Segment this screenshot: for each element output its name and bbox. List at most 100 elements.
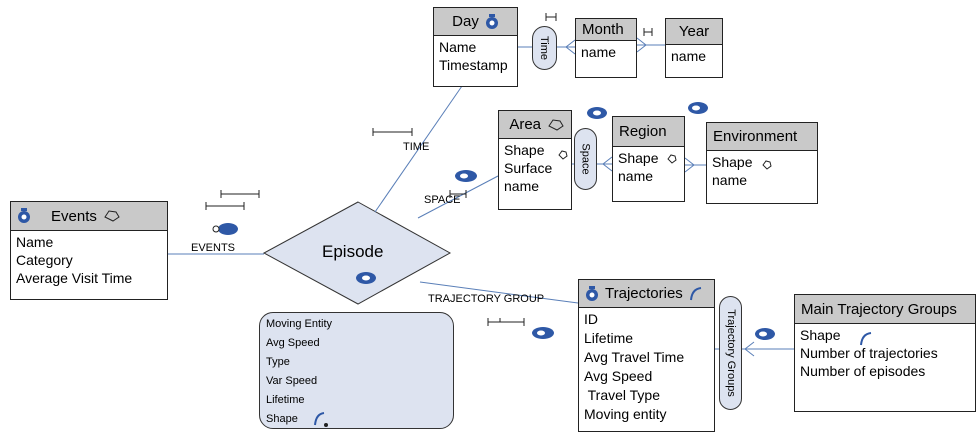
attr-category: Category [16, 252, 73, 268]
entity-environment-title: Environment [713, 128, 798, 145]
episode-title: Episode [322, 242, 384, 261]
shape-icon [762, 160, 772, 170]
entity-main-trajectory-groups[interactable]: Main Trajectory Groups Shape Number of t… [794, 294, 976, 412]
edge-label-trajectory-group: TRAJECTORY GROUP [428, 293, 545, 305]
edge-label-time: TIME [403, 141, 430, 153]
entity-main-trajectory-groups-title: Main Trajectory Groups [801, 300, 957, 318]
entity-region-header: Region [613, 117, 684, 147]
relationship-space-label: Space [579, 143, 592, 175]
attr-shape: Shape [712, 154, 753, 170]
entity-trajectories[interactable]: Trajectories ID Lifetime Avg Travel Time… [578, 279, 715, 432]
attr-avg-travel-time: Avg Travel Time [584, 349, 685, 365]
entity-year-title: Year [678, 23, 710, 40]
entity-month-attrs: name [576, 41, 636, 63]
attr-average-visit-time: Average Visit Time [16, 270, 133, 286]
line-icon [314, 412, 328, 427]
attr-name: Name [439, 39, 477, 55]
attr-travel-type: Travel Type [584, 387, 661, 403]
edge-trajectory [419, 281, 579, 304]
spatial-object-icon [18, 208, 30, 223]
attr-moving-entity: Moving Entity [266, 318, 333, 330]
entity-events[interactable]: Events Name Category Average Visit Time [10, 201, 168, 300]
attr-name: name [671, 48, 707, 64]
line-icon [689, 286, 701, 300]
attr-lifetime: Lifetime [266, 394, 305, 406]
attr-avg-speed: Avg Speed [584, 368, 653, 384]
attr-name: name [581, 44, 617, 60]
attr-number-of-trajectories: Number of trajectories [800, 345, 938, 361]
entity-day-title: Day [452, 13, 479, 30]
edge-time [374, 85, 463, 213]
attr-surface: Surface [504, 160, 553, 176]
entity-events-title: Events [51, 207, 97, 225]
shape-icon [667, 154, 677, 164]
attr-number-of-episodes: Number of episodes [800, 363, 926, 379]
relationship-time[interactable]: Time [532, 26, 557, 70]
attr-id: ID [584, 311, 598, 327]
shape-icon [548, 118, 564, 131]
entity-trajectories-attrs: ID Lifetime Avg Travel Time Avg Speed Tr… [579, 308, 714, 426]
entity-month[interactable]: Month name [575, 18, 637, 78]
entity-main-trajectory-groups-header: Main Trajectory Groups [795, 295, 975, 324]
spatial-object-icon [485, 13, 498, 29]
entity-region[interactable]: Region Shape name [612, 116, 685, 202]
attr-lifetime: Lifetime [584, 330, 634, 346]
episode-diamond[interactable] [262, 201, 452, 305]
edge-label-space: SPACE [424, 194, 461, 206]
crowfoot-year [636, 37, 647, 53]
attr-name: name [618, 168, 654, 184]
relationship-trajectory-groups[interactable]: Trajectory Groups [719, 296, 742, 410]
time-interval-icon [205, 13, 653, 326]
entity-events-header: Events [11, 202, 167, 231]
entity-region-attrs: Shape name [613, 147, 684, 187]
shape-icon [104, 210, 120, 222]
entity-environment-attrs: Shape name [707, 151, 817, 191]
entity-year-attrs: name [666, 45, 722, 67]
episode-attrs-box: Moving Entity Avg Speed Type Var Speed L… [259, 312, 454, 429]
entity-day[interactable]: Day Name Timestamp [433, 7, 518, 87]
entity-region-title: Region [619, 123, 667, 140]
attr-name: name [504, 178, 540, 194]
entity-month-header: Month [576, 19, 636, 41]
crowfoot-main [744, 341, 755, 357]
attr-var-speed: Var Speed [266, 375, 318, 387]
entity-environment-header: Environment [707, 123, 817, 151]
attr-name: name [712, 172, 748, 188]
entity-environment[interactable]: Environment Shape name [706, 122, 818, 204]
shape-icon [558, 150, 568, 160]
entity-year[interactable]: Year name [665, 18, 723, 78]
attr-moving-entity: Moving entity [584, 406, 667, 422]
attr-shape: Shape [266, 413, 298, 425]
crowfoot-environment [684, 157, 695, 173]
entity-trajectories-title: Trajectories [605, 285, 683, 302]
relationship-trajectory-groups-label: Trajectory Groups [724, 309, 737, 397]
edge-label-events: EVENTS [191, 242, 236, 254]
entity-main-trajectory-groups-attrs: Shape Number of trajectories Number of e… [795, 324, 975, 382]
entity-area[interactable]: Area Shape Surface name [498, 110, 572, 210]
attr-avg-speed: Avg Speed [266, 337, 320, 349]
attr-shape: Shape [800, 327, 841, 343]
attr-shape: Shape [504, 142, 545, 158]
entity-events-attrs: Name Category Average Visit Time [11, 231, 167, 289]
attr-type: Type [266, 356, 290, 368]
relationship-space[interactable]: Space [574, 128, 597, 190]
entity-area-header: Area [499, 111, 571, 139]
line-icon [860, 332, 872, 346]
crowfoot-month [565, 39, 576, 55]
entity-area-title: Area [509, 116, 541, 133]
entity-year-header: Year [666, 19, 722, 45]
attr-timestamp: Timestamp [439, 57, 508, 73]
attr-name: Name [16, 234, 54, 250]
attr-shape: Shape [618, 150, 659, 166]
entity-day-attrs: Name Timestamp [434, 36, 517, 76]
entity-day-header: Day [434, 8, 517, 36]
entity-trajectories-header: Trajectories [579, 280, 714, 308]
entity-month-title: Month [582, 21, 624, 38]
relationship-time-label: Time [538, 35, 551, 61]
crowfoot-region [602, 156, 613, 172]
spatial-object-icon [586, 285, 598, 301]
point-icon [212, 102, 775, 340]
edge-space [417, 175, 499, 219]
entity-area-attrs: Shape Surface name [499, 139, 571, 197]
